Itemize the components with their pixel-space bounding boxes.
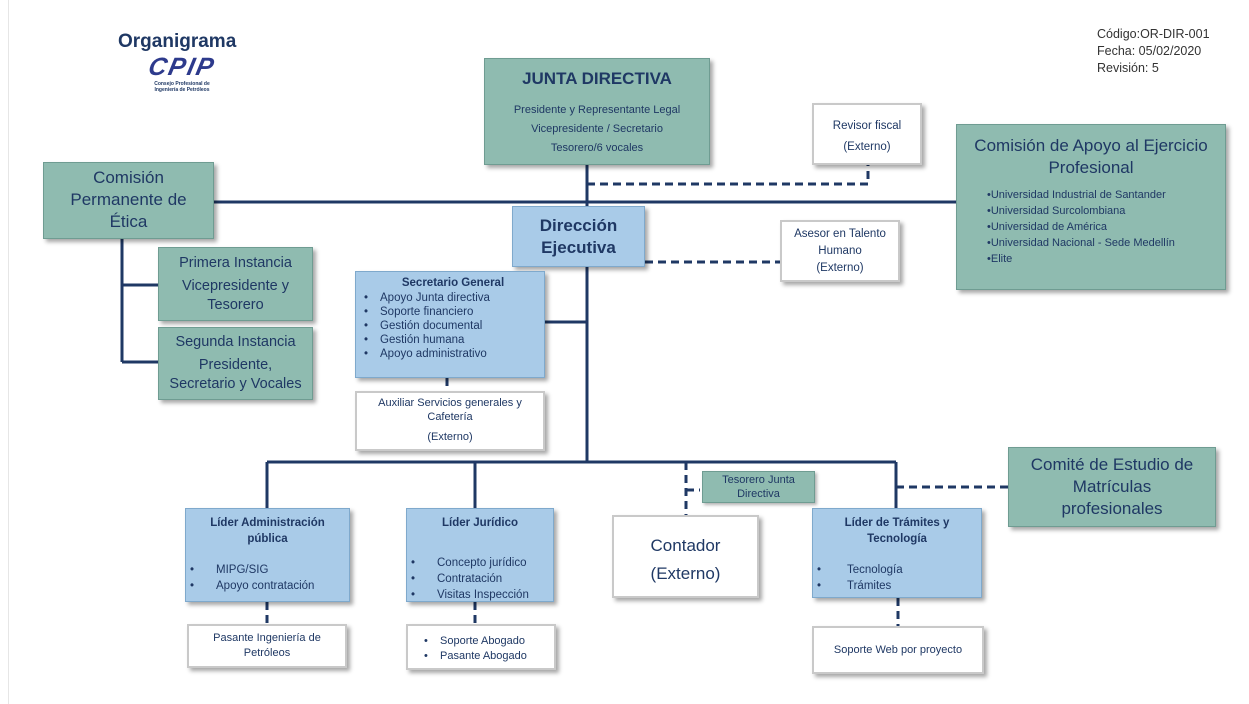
- secretario-item: Gestión documental: [362, 319, 544, 333]
- tesorero-junta-box: Tesorero Junta Directiva: [702, 471, 815, 503]
- soporte-web-box: Soporte Web por proyecto: [812, 626, 984, 674]
- lider-tramites-title: Líder de Trámites y: [844, 517, 950, 529]
- soporte-web-text: Soporte Web por proyecto: [833, 644, 963, 656]
- comite-line: Comité de Estudio de: [1030, 455, 1194, 474]
- secretario-title: Secretario General: [401, 277, 505, 289]
- etica-title-line: Permanente de: [70, 190, 187, 209]
- cpip-logo-text: CPIP: [145, 53, 219, 81]
- auxiliar-line: Auxiliar Servicios generales y: [378, 397, 522, 409]
- junta-line-1: Presidente y Representante Legal: [513, 104, 681, 116]
- revisor-note: (Externo): [843, 141, 891, 153]
- pasante-ingenieria-box: Pasante Ingeniería de Petróleos: [187, 624, 347, 668]
- document-code: Código:OR-DIR-001: [1097, 27, 1210, 41]
- junta-directiva-box: JUNTA DIRECTIVA Presidente y Representan…: [484, 58, 710, 165]
- soporte-abogado-item: Soporte Abogado: [422, 634, 554, 649]
- junta-line-2: Vicepresidente / Secretario: [531, 123, 663, 135]
- document-info: Código:OR-DIR-001 Fecha: 05/02/2020 Revi…: [1097, 26, 1237, 77]
- etica-title-line: Ética: [109, 212, 148, 231]
- lider-juridico-title: Líder Jurídico: [441, 517, 519, 529]
- page-margin-rule: [8, 0, 9, 704]
- primera-instancia-title: Primera Instancia: [179, 255, 292, 271]
- tesorero-line: Tesorero Junta: [722, 474, 795, 486]
- universidad-item: •Universidad Industrial de Santander: [987, 189, 1166, 201]
- lider-juridico-item: Concepto jurídico: [409, 555, 553, 571]
- pasante-line: Pasante Ingeniería de: [213, 632, 321, 644]
- junta-directiva-title: JUNTA DIRECTIVA: [522, 69, 672, 88]
- lider-tramites-item: Tecnología: [815, 562, 981, 578]
- auxiliar-note: (Externo): [427, 431, 473, 443]
- universidad-item: •Universidad de América: [987, 221, 1108, 233]
- primera-instancia-line: Vicepresidente y: [182, 278, 289, 294]
- direccion-ejecutiva-box: Dirección Ejecutiva: [512, 206, 645, 267]
- comite-line: Matrículas: [1072, 477, 1152, 496]
- contador-box: Contador (Externo): [612, 515, 759, 598]
- junta-line-3: Tesorero/6 vocales: [550, 142, 644, 154]
- comision-apoyo-box: Comisión de Apoyo al Ejercicio Profesion…: [956, 124, 1226, 290]
- logo-subtitle-2: Ingeniería de Petróleos: [154, 87, 210, 93]
- comite-matriculas-box: Comité de Estudio de Matrículas profesio…: [1008, 447, 1216, 527]
- etica-title-line: Comisión: [93, 168, 164, 187]
- direccion-line: Dirección: [539, 216, 618, 235]
- lider-juridico-item: Contratación: [409, 571, 553, 587]
- universidad-item: •Universidad Surcolombiana: [987, 205, 1126, 217]
- document-date: Fecha: 05/02/2020: [1097, 44, 1202, 58]
- revisor-fiscal-box: Revisor fiscal (Externo): [812, 103, 922, 165]
- direccion-line: Ejecutiva: [541, 238, 616, 257]
- cpip-logo: CPIP Consejo Profesional de Ingeniería d…: [126, 53, 238, 93]
- asesor-line: Asesor en Talento: [794, 228, 886, 240]
- tesorero-line: Directiva: [737, 488, 780, 500]
- lider-tramites-title: Tecnología: [867, 533, 927, 545]
- universidad-item: •Universidad Nacional - Sede Medellín: [987, 237, 1175, 249]
- revisor-title: Revisor fiscal: [832, 120, 902, 132]
- lider-admin-title: Líder Administración: [210, 517, 325, 529]
- lider-admin-item: Apoyo contratación: [188, 578, 349, 594]
- lider-tramites-item: Trámites: [815, 578, 981, 594]
- contador-title: Contador: [650, 536, 721, 555]
- segunda-instancia-line: Presidente,: [198, 357, 273, 373]
- lider-admin-list: MIPG/SIG Apoyo contratación: [186, 562, 349, 594]
- secretario-item: Gestión humana: [362, 333, 544, 347]
- segunda-instancia-box: Segunda Instancia Presidente, Secretario…: [158, 327, 313, 400]
- secretario-item: Apoyo administrativo: [362, 347, 544, 361]
- lider-admin-title: pública: [247, 533, 288, 545]
- soporte-abogado-box: Soporte Abogado Pasante Abogado: [406, 624, 556, 670]
- lider-juridico-item: Visitas Inspección: [409, 587, 553, 603]
- universidad-item: •Elite: [987, 253, 1013, 265]
- lider-admin-item: MIPG/SIG: [188, 562, 349, 578]
- asesor-talento-box: Asesor en Talento Humano (Externo): [780, 220, 900, 282]
- secretario-list: Apoyo Junta directiva Soporte financiero…: [362, 291, 544, 361]
- segunda-instancia-title: Segunda Instancia: [175, 334, 296, 350]
- comision-etica-box: Comisión Permanente de Ética: [43, 162, 214, 239]
- lider-tramites-list: Tecnología Trámites: [813, 562, 981, 594]
- primera-instancia-box: Primera Instancia Vicepresidente y Tesor…: [158, 247, 313, 321]
- soporte-abogado-item: Pasante Abogado: [422, 649, 554, 664]
- segunda-instancia-line: Secretario y Vocales: [169, 376, 302, 392]
- pasante-line: Petróleos: [243, 647, 291, 659]
- lider-admin-box: Líder Administración pública MIPG/SIG Ap…: [185, 508, 350, 602]
- primera-instancia-line: Tesorero: [207, 297, 264, 313]
- logo-subtitle-1: Consejo Profesional de: [154, 81, 210, 87]
- auxiliar-line: Cafetería: [427, 411, 473, 423]
- lider-juridico-list: Concepto jurídico Contratación Visitas I…: [407, 555, 553, 603]
- org-title: Organigrama: [118, 31, 237, 52]
- lider-tramites-box: Líder de Trámites y Tecnología Tecnologí…: [812, 508, 982, 598]
- secretario-general-box: Secretario General Apoyo Junta directiva…: [355, 271, 545, 378]
- soporte-abogado-list: Soporte Abogado Pasante Abogado: [422, 634, 554, 664]
- comite-line: profesionales: [1061, 499, 1163, 518]
- secretario-item: Soporte financiero: [362, 305, 544, 319]
- contador-note: (Externo): [650, 564, 721, 583]
- comision-apoyo-title: Comisión de Apoyo al Ejercicio Profesion…: [974, 136, 1208, 177]
- auxiliar-servicios-box: Auxiliar Servicios generales y Cafetería…: [355, 391, 545, 451]
- document-revision: Revisión: 5: [1097, 61, 1159, 75]
- asesor-line: Humano: [818, 245, 862, 257]
- secretario-item: Apoyo Junta directiva: [362, 291, 544, 305]
- asesor-line: (Externo): [816, 262, 864, 274]
- revisor-dashed-line: [587, 165, 870, 186]
- lider-juridico-box: Líder Jurídico Concepto jurídico Contrat…: [406, 508, 554, 603]
